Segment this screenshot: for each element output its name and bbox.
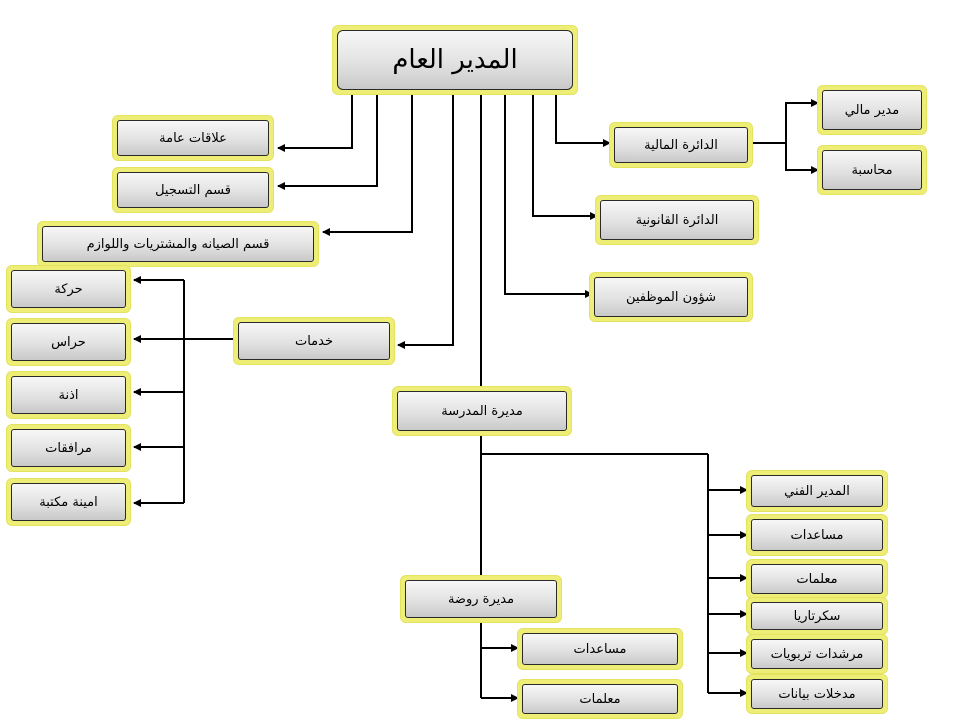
financial-manager-label: مدير مالي [822,90,922,130]
kindergarten-assistants-label: مساعدات [522,633,678,665]
public-relations-label: علاقات عامة [117,120,269,156]
movement-box[interactable]: حركة [7,266,130,312]
school-principal-label: مديرة المدرسة [397,391,567,431]
escorts-label: مرافقات [11,429,126,467]
legal-department-label: الدائرة القانونية [600,200,754,240]
finance-department-label: الدائرة المالية [614,127,748,163]
kindergarten-principal-label: مديرة روضة [405,580,557,618]
educational-counselors-box[interactable]: مرشدات تربويات [747,635,887,673]
escorts-box[interactable]: مرافقات [7,425,130,471]
connector-root-registration [277,92,378,190]
school-teachers-label: معلمات [751,564,883,594]
accounting-label: محاسبة [822,150,922,190]
kindergarten-assistants-box[interactable]: مساعدات [518,629,682,669]
hr-box[interactable]: شؤون الموظفين [590,273,752,321]
guards-box[interactable]: حراس [7,319,130,365]
legal-department-box[interactable]: الدائرة القانونية [596,196,758,244]
maintenance-procurement-box[interactable]: قسم الصيانه والمشتريات واللوازم [38,222,318,266]
technical-manager-label: المدير الفني [751,475,883,507]
connector-root-maintenance [322,92,413,236]
connector-finance-manager [785,99,819,143]
hr-label: شؤون الموظفين [594,277,748,317]
registration-label: قسم التسجيل [117,172,269,208]
root-general-manager-box[interactable]: المدير العام [333,26,577,94]
data-entry-box[interactable]: مدخلات بيانات [747,675,887,713]
data-entry-label: مدخلات بيانات [751,679,883,709]
connector-root-finance [555,92,611,147]
guards-label: حراس [11,323,126,361]
attendants-box[interactable]: اذنة [7,372,130,418]
librarians-box[interactable]: امينة مكتبة [7,479,130,525]
financial-manager-box[interactable]: مدير مالي [818,86,926,134]
school-assistants-box[interactable]: مساعدات [747,515,887,555]
school-assistants-label: مساعدات [751,519,883,551]
connector-root-hr [504,92,593,298]
secretary-label: سكرتاريا [751,602,883,630]
public-relations-box[interactable]: علاقات عامة [113,116,273,160]
connector-root-public-relations [277,92,353,152]
connector-services-trunk [183,280,236,503]
services-label: خدمات [238,322,390,360]
attendants-label: اذنة [11,376,126,414]
root-general-manager-label: المدير العام [337,30,573,90]
secretary-box[interactable]: سكرتاريا [747,598,887,634]
kindergarten-principal-box[interactable]: مديرة روضة [401,576,561,622]
maintenance-procurement-label: قسم الصيانه والمشتريات واللوازم [42,226,314,262]
finance-department-box[interactable]: الدائرة المالية [610,123,752,167]
educational-counselors-label: مرشدات تربويات [751,639,883,669]
technical-manager-box[interactable]: المدير الفني [747,471,887,511]
connector-finance-accounting [785,143,819,174]
connector-root-legal [532,92,598,220]
movement-label: حركة [11,270,126,308]
school-principal-box[interactable]: مديرة المدرسة [393,387,571,435]
accounting-box[interactable]: محاسبة [818,146,926,194]
kindergarten-teachers-box[interactable]: معلمات [518,680,682,718]
connector-root-services [397,92,454,349]
school-teachers-box[interactable]: معلمات [747,560,887,598]
kindergarten-teachers-label: معلمات [522,684,678,714]
services-box[interactable]: خدمات [234,318,394,364]
librarians-label: امينة مكتبة [11,483,126,521]
registration-box[interactable]: قسم التسجيل [113,168,273,212]
